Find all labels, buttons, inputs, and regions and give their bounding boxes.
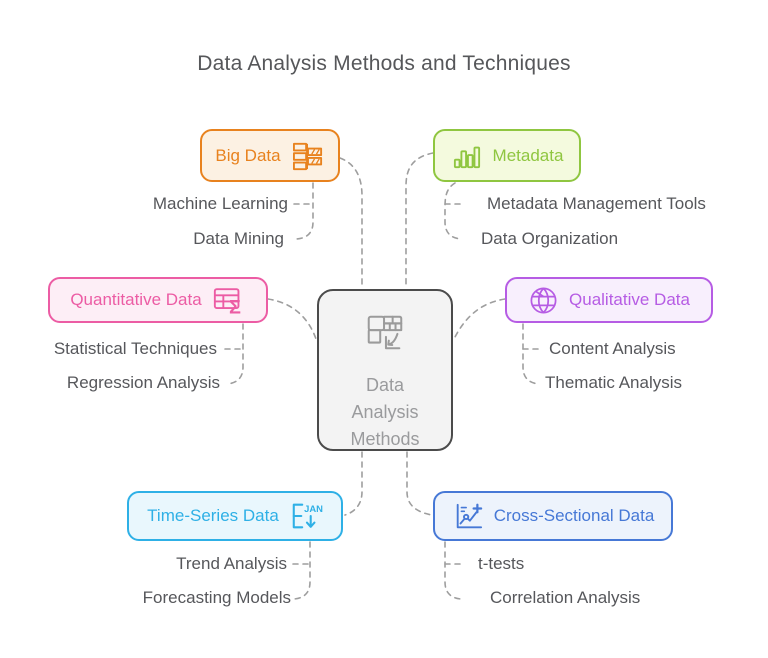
center-label-line2: Analysis [351, 402, 419, 422]
branch-node-big-data[interactable]: Big Data [200, 129, 340, 182]
leaf-forecasting-models: Forecasting Models [142, 588, 291, 607]
center-label-line3: Methods [350, 429, 420, 449]
center-label-line1: Data [365, 375, 404, 395]
center-node-label: Data Analysis Methods [350, 372, 419, 453]
branch-label-quantitative-data: Quantitative Data [70, 290, 202, 309]
connector-center-crosssectional [406, 451, 433, 516]
branch-node-cross-sectional-data[interactable]: Cross-Sectional Data [433, 491, 673, 541]
connector-big-data-center [339, 157, 363, 289]
connector-quantitative-center [267, 298, 317, 340]
jan-glyph: JAN [304, 503, 323, 514]
connector-quantitative-leaves [226, 323, 244, 385]
branch-node-qualitative-data[interactable]: Qualitative Data [505, 277, 713, 323]
leaf-thematic-analysis: Thematic Analysis [545, 373, 682, 392]
leaf-machine-learning: Machine Learning [152, 194, 288, 213]
branch-node-time-series-data[interactable]: Time-Series Data JAN [127, 491, 343, 541]
diagram-title: Data Analysis Methods and Techniques [197, 52, 571, 75]
leaf-t-tests: t-tests [478, 554, 525, 573]
branch-label-big-data: Big Data [215, 145, 281, 165]
leaf-content-analysis: Content Analysis [549, 339, 676, 358]
center-node-data-analysis-methods[interactable]: Data Analysis Methods [317, 289, 453, 451]
hatched-bars-icon [291, 141, 325, 171]
connector-crosssectional-leaves [444, 541, 462, 600]
sigma-glyph: Σ [229, 296, 241, 315]
leaf-data-organization: Data Organization [481, 229, 619, 248]
connector-big-data-leaves [296, 182, 314, 240]
branch-node-quantitative-data[interactable]: Quantitative Data Σ [48, 277, 268, 323]
leaf-trend-analysis: Trend Analysis [176, 554, 287, 573]
connector-qualitative-center [453, 298, 506, 340]
branch-label-time-series-data: Time-Series Data [147, 506, 279, 525]
chart-plus-icon [452, 501, 484, 531]
leaf-metadata-management-tools: Metadata Management Tools [487, 194, 706, 213]
leaf-data-mining: Data Mining [193, 229, 284, 248]
leaf-correlation-analysis: Correlation Analysis [490, 588, 641, 607]
table-sigma-icon: Σ [212, 285, 246, 316]
leaf-regression-analysis: Regression Analysis [66, 373, 220, 392]
connector-metadata-center [405, 152, 434, 289]
connector-qualitative-leaves [522, 323, 540, 385]
leaf-statistical-techniques: Statistical Techniques [53, 339, 217, 358]
branch-label-metadata: Metadata [492, 145, 564, 165]
connector-timeseries-leaves [293, 541, 311, 600]
calendar-jan-icon: JAN [289, 500, 323, 532]
sphere-mesh-icon [528, 285, 559, 316]
connector-metadata-leaves [444, 182, 462, 240]
branch-label-qualitative-data: Qualitative Data [569, 290, 690, 309]
branch-node-metadata[interactable]: Metadata [433, 129, 581, 182]
bar-chart-icon [451, 142, 483, 170]
branch-label-cross-sectional-data: Cross-Sectional Data [493, 506, 655, 525]
table-chart-icon [362, 311, 408, 360]
connector-center-timeseries [344, 451, 363, 516]
